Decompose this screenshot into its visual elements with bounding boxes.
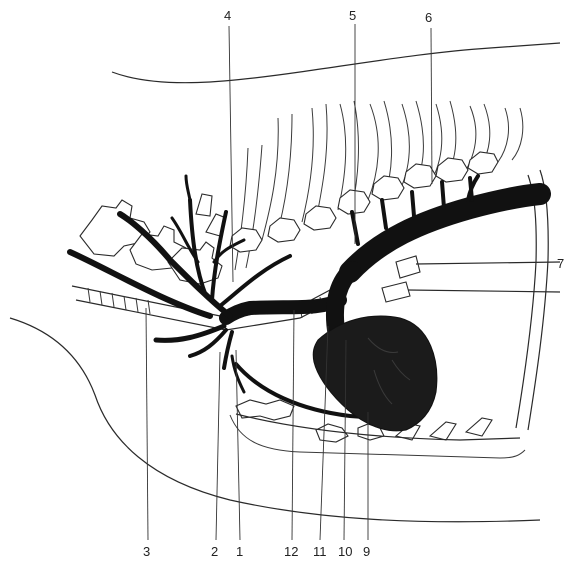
dorsal-body-outline bbox=[112, 43, 560, 83]
label-12: 12 bbox=[284, 544, 298, 559]
label-5: 5 bbox=[349, 8, 356, 23]
label-4: 4 bbox=[224, 8, 231, 23]
label-9: 9 bbox=[363, 544, 370, 559]
label-7: 7 bbox=[557, 256, 564, 271]
label-1: 1 bbox=[236, 544, 243, 559]
label-3: 3 bbox=[143, 544, 150, 559]
brachiocephalic-trunk bbox=[226, 300, 340, 318]
internal-thoracic-branch bbox=[232, 356, 244, 392]
cervical-branches bbox=[70, 176, 290, 368]
label-2: 2 bbox=[211, 544, 218, 559]
label-6: 6 bbox=[425, 10, 432, 25]
label-11: 11 bbox=[313, 544, 327, 559]
label-10: 10 bbox=[338, 544, 352, 559]
